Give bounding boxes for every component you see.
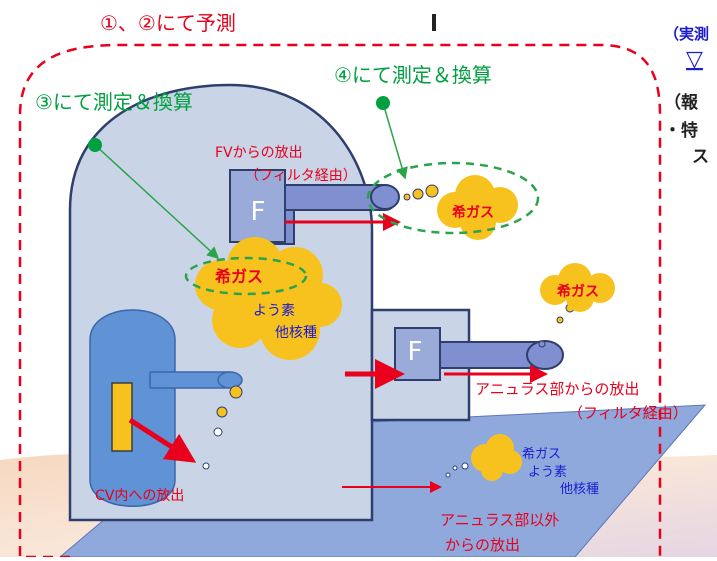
measurement-zone-4 <box>366 161 540 235</box>
non-annulus-line2: からの放出 <box>445 536 520 554</box>
cloud-annulus <box>540 263 615 312</box>
annulus-release-line1: アニュラス部からの放出 <box>475 380 639 398</box>
right-bullet: ・特 <box>664 120 698 141</box>
other-nuclides-label-ground: 他核種 <box>560 481 599 497</box>
other-nuclides-label-cv: 他核種 <box>275 325 317 341</box>
right-tail: ス <box>692 147 709 167</box>
pointer-4 <box>382 102 408 180</box>
measurement-zone-3 <box>184 256 308 296</box>
cv-release-label: CV内への放出 <box>95 488 184 504</box>
non-annulus-line1: アニュラス部以外 <box>440 511 559 529</box>
iodine-label-ground: よう素 <box>528 465 567 480</box>
cloud-inside-building <box>195 237 342 360</box>
cloud-ground <box>471 434 522 481</box>
cv-release-arrow <box>128 417 197 463</box>
iodine-label-cv: よう素 <box>253 303 295 319</box>
pointer-3 <box>94 144 220 260</box>
cv-pipe-end <box>217 371 243 389</box>
predict-title: ①、②にて予測 <box>100 11 236 35</box>
right-paren: （報 <box>664 92 699 113</box>
fuel-core <box>111 382 133 452</box>
annulus-filter-letter: F <box>408 337 423 367</box>
marker-3 <box>88 138 102 152</box>
prediction-boundary <box>18 43 662 559</box>
noble-gas-label-cv: 希ガス <box>215 267 263 286</box>
fv-release-line2: （フィルタ経由） <box>245 168 357 184</box>
fv-filter-letter: F <box>251 197 266 227</box>
noble-gas-label-fv: 希ガス <box>452 204 494 221</box>
right-triangle: ▽ <box>686 47 703 72</box>
top-divider <box>432 14 436 31</box>
cloud-fv <box>437 175 518 240</box>
noble-gas-label-annulus: 希ガス <box>557 283 599 300</box>
measure-4-label: ④にて測定＆換算 <box>334 63 492 87</box>
right-header: （実測 <box>664 25 709 43</box>
marker-4 <box>376 96 390 110</box>
fv-release-line1: FVからの放出 <box>215 145 303 161</box>
measure-3-label: ③にて測定＆換算 <box>35 90 193 114</box>
noble-gas-label-ground: 希ガス <box>522 447 561 462</box>
annulus-release-line2: （フィルタ経由） <box>568 404 688 422</box>
